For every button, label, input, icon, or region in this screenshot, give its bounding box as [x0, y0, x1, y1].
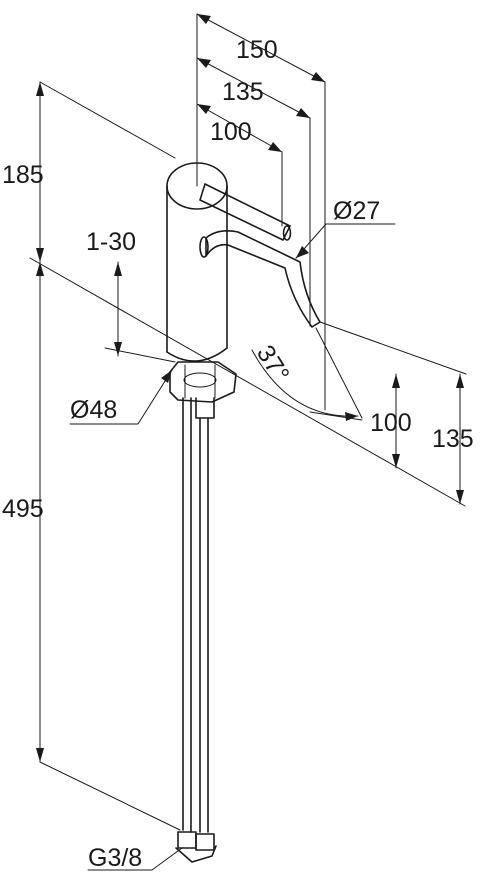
base-diameter-label: Ø48	[70, 396, 117, 424]
dim-150-label: 150	[236, 36, 278, 64]
faucet-body	[166, 162, 228, 362]
horizontal-offset-dimensions	[196, 13, 326, 411]
supply-hoses	[175, 397, 217, 863]
thread-label: G3/8	[88, 844, 142, 872]
adjust-range-label: 1-30	[86, 228, 136, 256]
spout-diameter-leader	[295, 223, 396, 259]
spout-angle-dimension	[251, 327, 363, 421]
dim-135-label: 135	[222, 78, 264, 106]
height-100-label: 100	[370, 409, 412, 437]
spout	[199, 230, 321, 328]
base-diameter-leader	[69, 369, 173, 425]
thread-leader	[87, 847, 183, 871]
spout-height-dimensions	[319, 321, 467, 505]
height-185-label: 185	[2, 161, 44, 189]
vertical-height-dimensions	[29, 81, 466, 831]
dim-100-label: 100	[210, 118, 252, 146]
angle-label: 37°	[251, 340, 295, 387]
height-135-label: 135	[432, 425, 474, 453]
length-495-label: 495	[2, 495, 44, 523]
lever-handle	[199, 183, 292, 241]
mounting-base	[169, 361, 237, 419]
spout-diameter-label: Ø27	[333, 197, 380, 225]
deck-thickness-dimension	[104, 261, 176, 363]
